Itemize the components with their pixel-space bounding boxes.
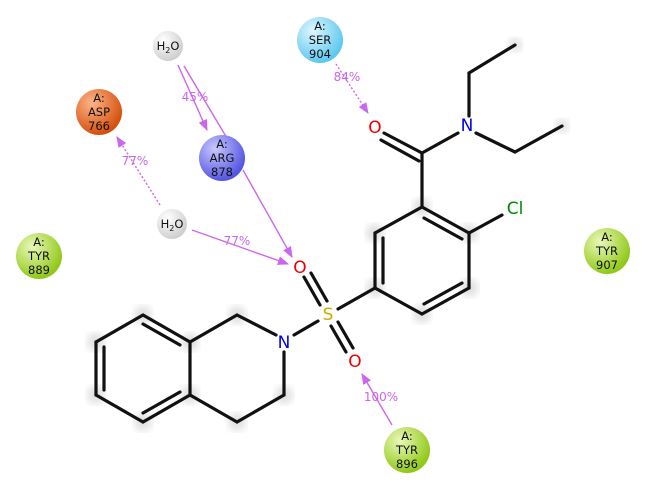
interaction-label: 45% [182,90,209,104]
interaction-label: 84% [334,70,361,84]
svg-text:H2O: H2O [157,39,180,55]
svg-text:896: 896 [396,457,418,471]
atom-nitrogen-amide: N [461,116,474,136]
svg-text:A:: A: [216,137,228,151]
interaction-label: 77% [224,234,251,248]
svg-text:A:: A: [93,91,105,105]
svg-text:878: 878 [211,165,233,179]
ligand-bonds [94,43,564,424]
svg-text:TYR: TYR [27,249,50,263]
svg-text:SER: SER [309,33,332,47]
residue-ser-904[interactable]: A: SER 904 [297,17,343,63]
water-1[interactable]: H2O [153,31,183,61]
atom-oxygen-sulfonyl-1: O [293,258,306,278]
svg-text:TYR: TYR [595,244,618,258]
svg-text:ASP: ASP [88,105,110,119]
interaction-label: 77% [122,154,149,168]
svg-text:TYR: TYR [395,443,418,457]
atom-nitrogen-ring: N [278,333,291,353]
residue-tyr-896[interactable]: A: TYR 896 [384,427,430,473]
residue-asp-766[interactable]: A: ASP 766 [76,89,122,135]
svg-text:A:: A: [401,429,413,443]
water-2[interactable]: H2O [157,209,187,239]
svg-text:H2O: H2O [161,217,184,233]
svg-text:766: 766 [88,119,110,133]
interaction-label: 100% [364,390,398,404]
residue-arg-878[interactable]: A: ARG 878 [199,135,245,181]
residue-tyr-907[interactable]: A: TYR 907 [584,228,630,274]
atom-shadows [87,38,569,431]
atom-sulfur: S [323,305,334,325]
svg-text:907: 907 [596,258,618,272]
atom-oxygen-sulfonyl-2: O [348,352,361,372]
svg-text:904: 904 [309,47,331,61]
svg-text:A:: A: [601,230,613,244]
svg-text:A:: A: [314,19,326,33]
residue-tyr-889[interactable]: A: TYR 889 [16,233,62,279]
svg-text:A:: A: [33,235,45,249]
svg-text:ARG: ARG [210,151,235,165]
atom-oxygen-carbonyl: O [368,118,381,138]
atom-chlorine: Cl [507,199,524,219]
svg-text:889: 889 [28,263,50,277]
